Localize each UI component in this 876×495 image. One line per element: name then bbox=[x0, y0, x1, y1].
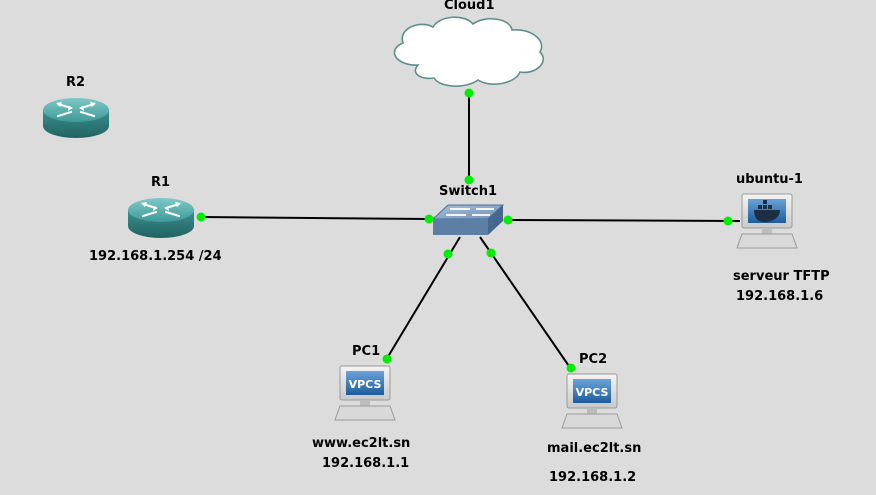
cloud-icon[interactable] bbox=[393, 16, 544, 87]
port-up-dot bbox=[464, 175, 474, 185]
node-label-pc1: PC1 bbox=[352, 344, 381, 359]
port-up-dot bbox=[723, 216, 733, 226]
node-label-ubuntu1: ubuntu-1 bbox=[736, 172, 803, 187]
computer-icon[interactable] bbox=[736, 193, 798, 249]
note-pc2-hostname: mail.ec2lt.sn bbox=[547, 441, 642, 456]
ip-note-pc1: 192.168.1.1 bbox=[322, 456, 410, 471]
note-ubuntu1-role: serveur TFTP bbox=[733, 269, 830, 284]
port-up-dot bbox=[486, 248, 496, 258]
port-up-dot bbox=[382, 354, 392, 364]
port-up-dot bbox=[424, 214, 434, 224]
port-up-dot bbox=[464, 88, 474, 98]
switch-icon[interactable] bbox=[431, 204, 505, 235]
ip-note-pc2: 192.168.1.2 bbox=[549, 470, 637, 485]
port-status-dots bbox=[196, 88, 733, 373]
link-r1-switch1[interactable] bbox=[200, 216, 431, 220]
vpcs-screen-label: VPCS bbox=[576, 386, 609, 399]
port-up-dot bbox=[503, 215, 513, 225]
node-label-pc2: PC2 bbox=[579, 352, 608, 367]
docker-logo-icon bbox=[754, 200, 780, 222]
router-icon[interactable] bbox=[43, 98, 109, 138]
vpcs-screen-label: VPCS bbox=[349, 378, 382, 391]
node-label-switch1: Switch1 bbox=[439, 184, 498, 199]
router-icon[interactable] bbox=[128, 198, 194, 238]
ip-note-r1: 192.168.1.254 /24 bbox=[89, 249, 222, 264]
node-label-r1: R1 bbox=[151, 175, 171, 190]
computer-icon[interactable]: VPCS bbox=[334, 365, 396, 421]
computer-icon[interactable]: VPCS bbox=[561, 373, 623, 429]
node-label-r2: R2 bbox=[66, 75, 86, 90]
ip-note-ubuntu1: 192.168.1.6 bbox=[736, 289, 824, 304]
link-switch1-pc2[interactable] bbox=[479, 236, 572, 370]
port-up-dot bbox=[196, 212, 206, 222]
note-pc1-hostname: www.ec2lt.sn bbox=[312, 436, 411, 451]
port-up-dot bbox=[443, 249, 453, 259]
port-up-dot bbox=[566, 363, 576, 373]
node-label-cloud1: Cloud1 bbox=[444, 0, 495, 13]
link-switch1-ubuntu1[interactable] bbox=[507, 219, 741, 222]
